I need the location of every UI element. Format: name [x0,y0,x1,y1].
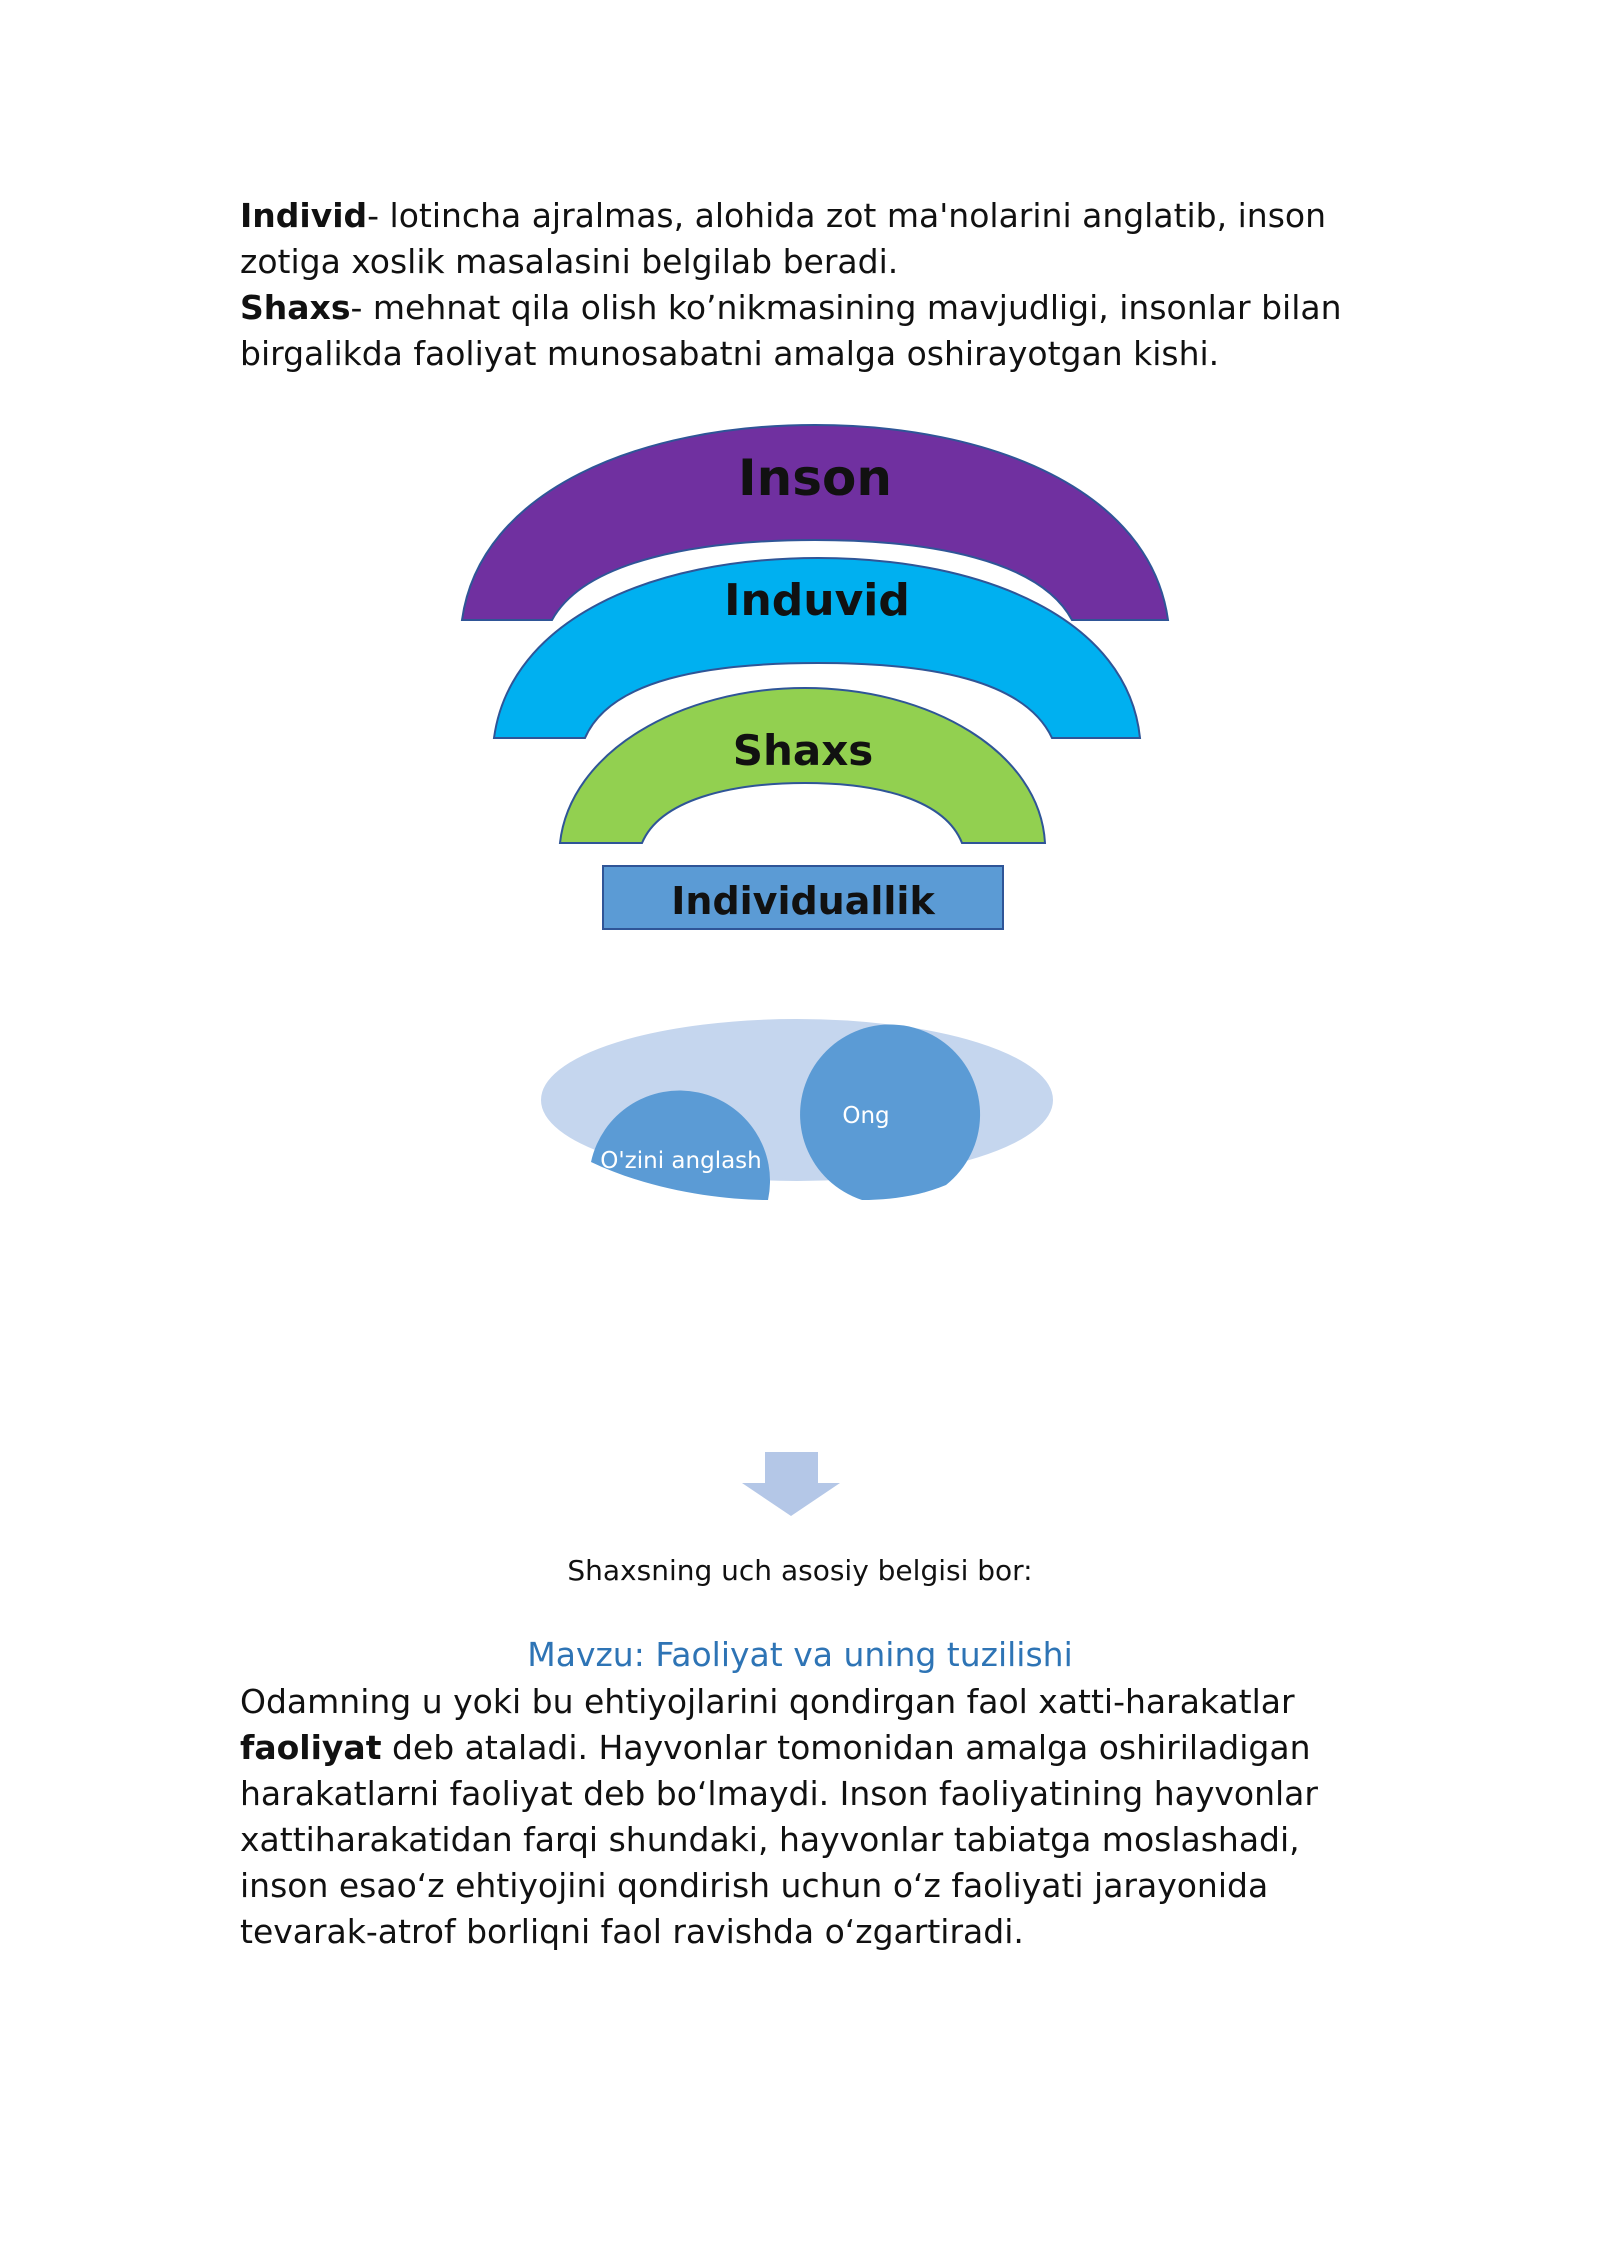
label-induvid: Induvid [724,575,910,626]
signs-caption: Shaxsning uch asosiy belgisi bor: [567,1554,1033,1587]
definition-individ: - lotincha ajralmas, alohida zot ma'nola… [240,196,1326,281]
venn-circle-right [800,1024,981,1200]
activity-body: deb ataladi. Hayvonlar tomonidan amalga … [240,1728,1318,1951]
definition-shaxs: - mehnat qila olish ko’nikmasining mavju… [240,288,1342,373]
arch-inson [460,423,1170,621]
label-individuallik: Individuallik [671,879,935,923]
label-inson: Inson [738,449,892,507]
intro-paragraph: Individ- lotincha ajralmas, alohida zot … [240,193,1360,377]
activity-intro: Odamning u yoki bu ehtiyojlarini qondirg… [240,1682,1295,1721]
activity-paragraph: Odamning u yoki bu ehtiyojlarini qondirg… [240,1679,1360,1955]
topic-heading: Mavzu: Faoliyat va uning tuzilishi [527,1635,1073,1674]
arch-induvid [492,556,1142,739]
term-shaxs: Shaxs [240,288,351,327]
term-individ: Individ [240,196,368,235]
term-faoliyat: faoliyat [240,1728,382,1767]
box-individuallik [602,865,1004,930]
venn-circle-left [591,1090,771,1200]
venn-label-consciousness: Ong [842,1103,889,1129]
down-arrow-icon [742,1452,840,1516]
venn-label-self-awareness: O'zini anglash [600,1148,761,1174]
hierarchy-diagram: Inson Induvid Shaxs Individuallik O'zini… [460,423,1170,1516]
label-shaxs: Shaxs [733,726,874,775]
arch-shaxs [558,686,1047,844]
